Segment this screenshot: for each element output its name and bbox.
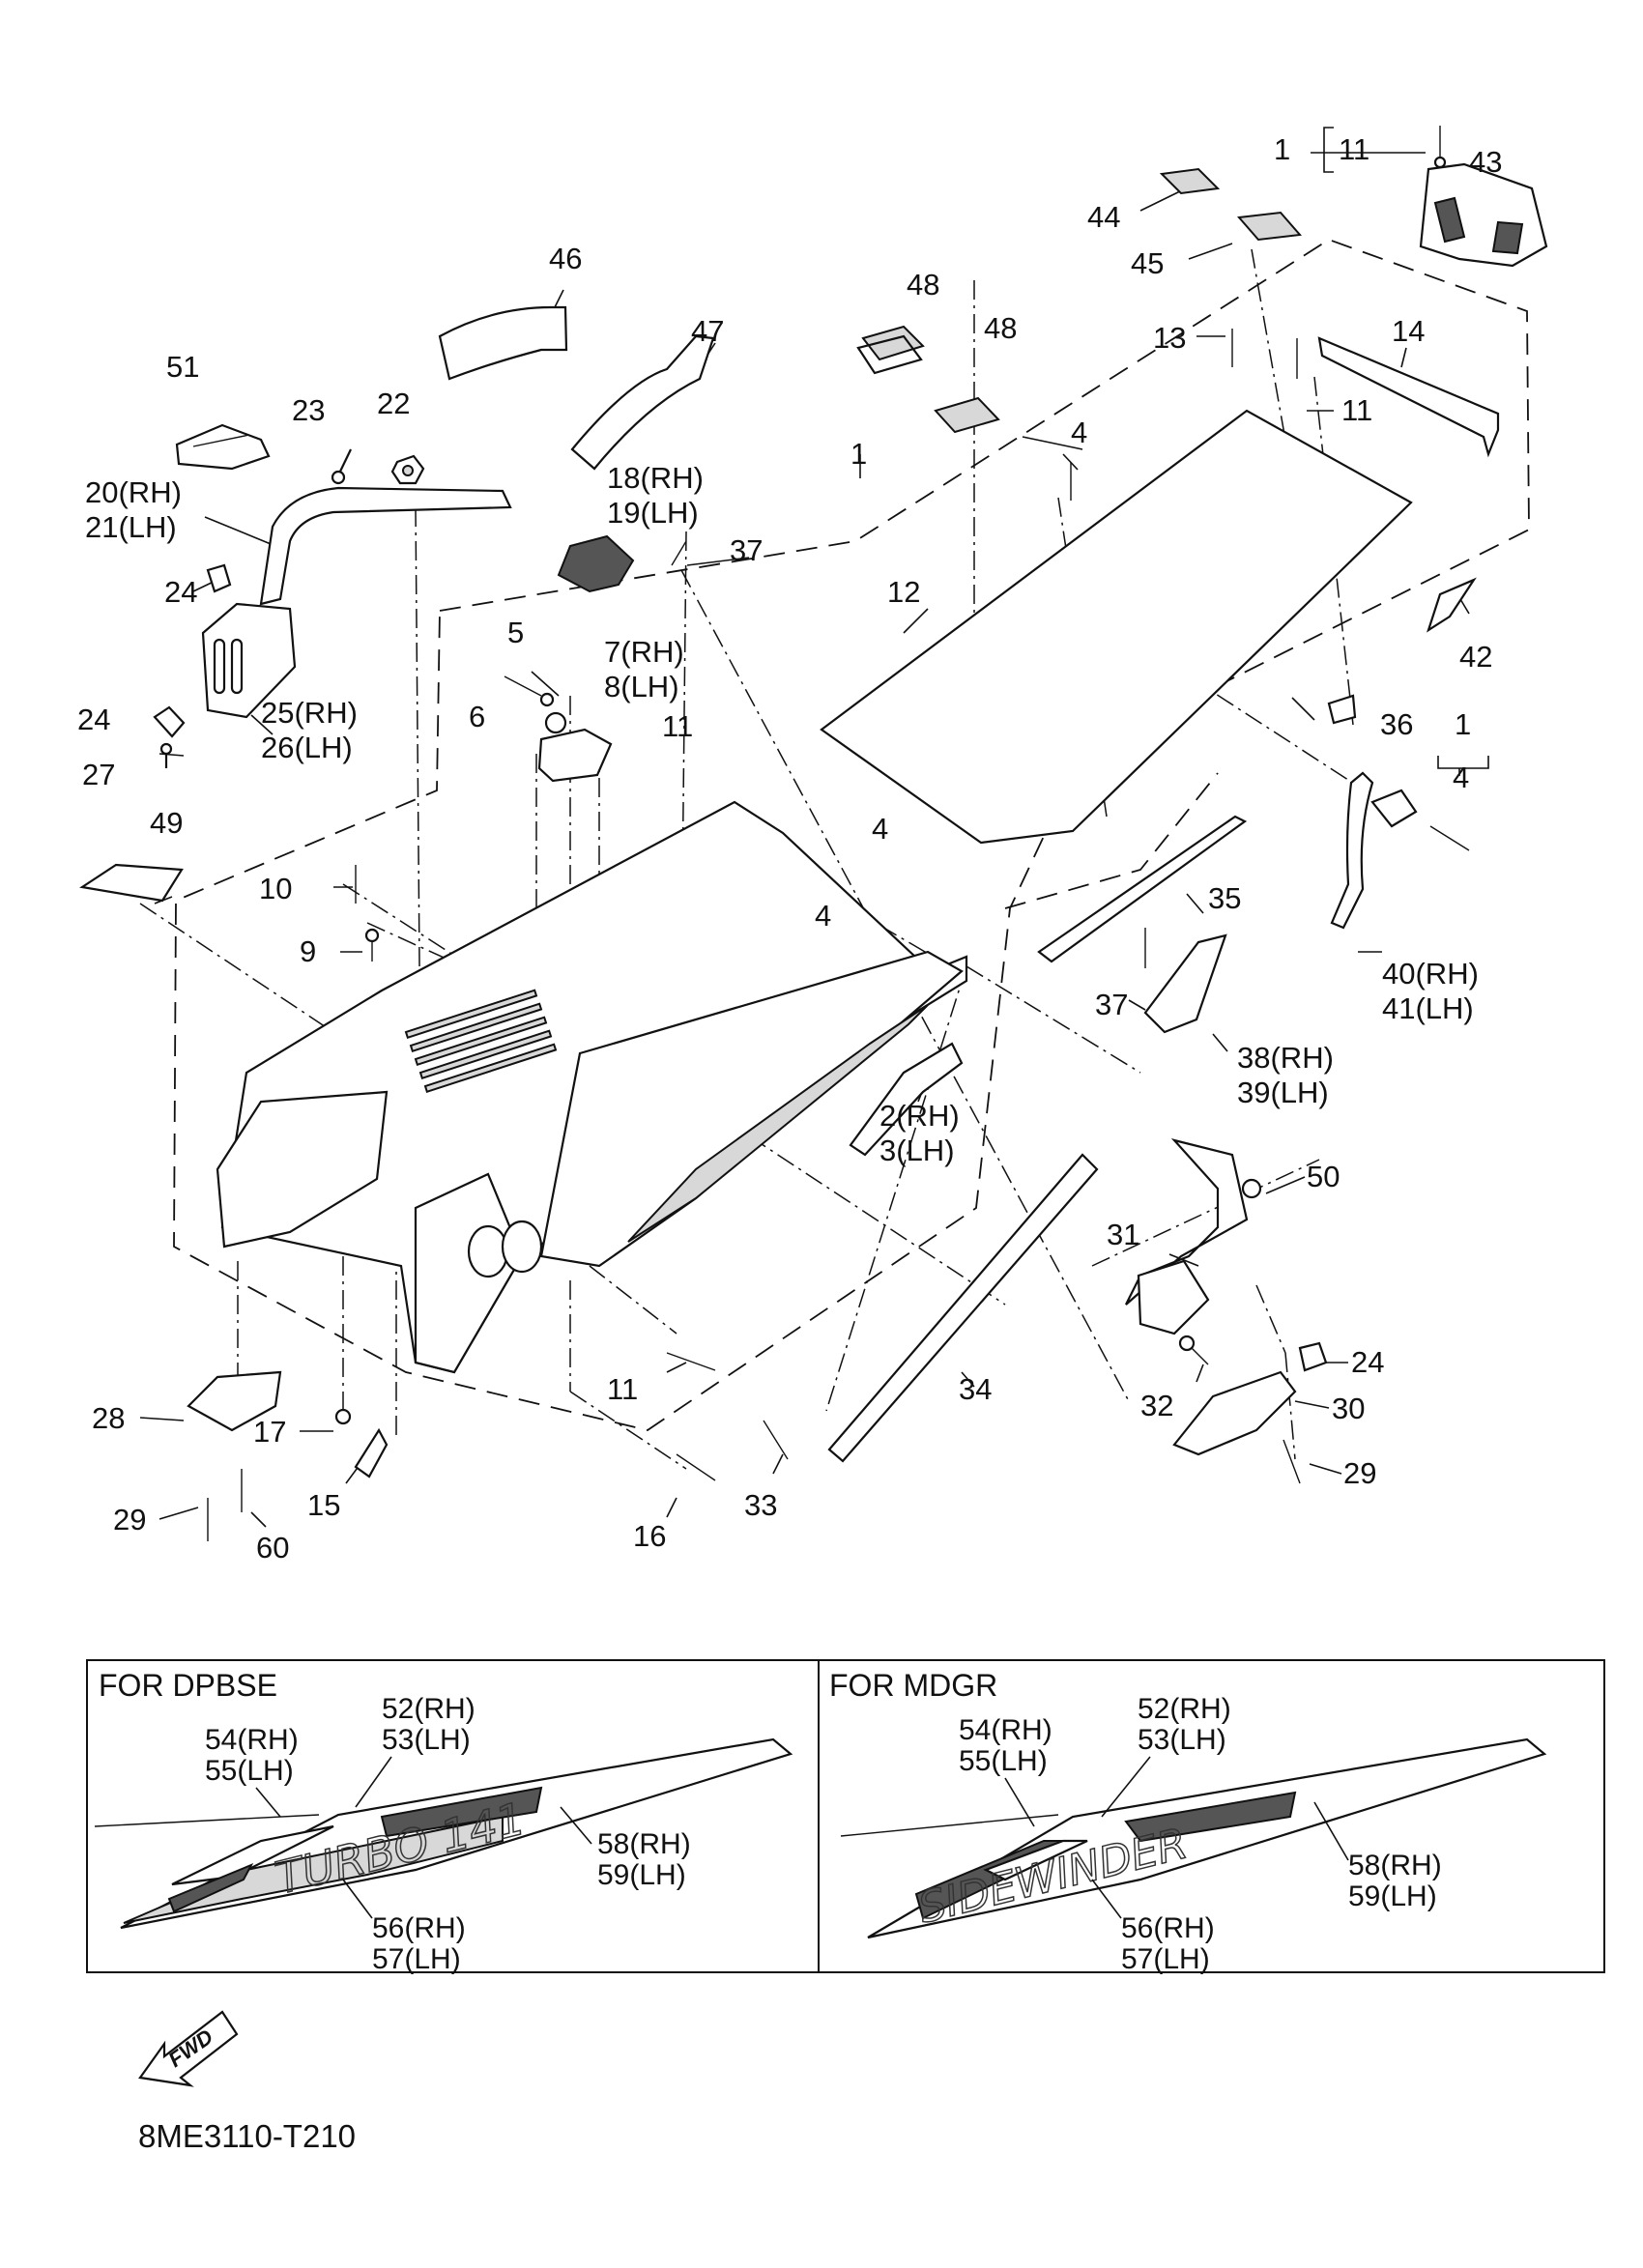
callout-10: 10 [259,872,292,905]
label-53: 53(LH) [382,1724,471,1756]
callout-24: 24 [1351,1345,1384,1379]
callout-11: 11 [1339,132,1369,166]
callout-34: 34 [959,1372,992,1406]
label-57: 57(LH) [372,1943,461,1975]
callout-46: 46 [549,242,582,275]
panel-mdgr: FOR MDGR SIDEWINDER 54(RH) 55(LH) 52(RH)… [829,1668,1547,1975]
callout-35: 35 [1208,881,1241,915]
callout-30: 30 [1332,1392,1365,1425]
callout-8: 8(LH) [604,670,679,703]
variant-panels: FOR DPBSE TURBO 141 54(RH) 55(LH) 52(RH)… [86,1659,1605,1975]
callout-37: 37 [730,533,763,567]
callout-47: 47 [691,314,724,348]
label-59: 59(LH) [597,1859,686,1891]
label-52: 52(RH) [1138,1693,1231,1725]
panel-dpbse: FOR DPBSE TURBO 141 54(RH) 55(LH) 52(RH)… [94,1668,793,1975]
label-57: 57(LH) [1121,1943,1210,1975]
callout-14: 14 [1392,314,1425,348]
callout-43: 43 [1469,145,1502,179]
callout-11: 11 [607,1372,638,1406]
callout-4: 4 [1453,761,1469,794]
assembly-outlines [173,239,1530,1431]
callout-4: 4 [872,812,888,846]
callout-24: 24 [164,575,197,609]
callout-15: 15 [307,1488,340,1522]
callout-6: 6 [469,700,485,733]
fwd-arrow: FWD [138,2010,239,2087]
callout-48: 48 [907,268,939,301]
callout-5: 5 [507,616,524,649]
callout-4: 4 [1071,416,1087,449]
callout-50: 50 [1307,1160,1340,1193]
callout-7: 7(RH) [604,635,684,669]
callout-22: 22 [377,387,410,420]
label-55: 55(LH) [205,1755,294,1787]
label-54: 54(RH) [205,1724,299,1756]
callout-26: 26(LH) [261,731,353,764]
callout-1: 1 [1455,707,1471,741]
callout-23: 23 [292,393,325,427]
callout-29: 29 [113,1503,146,1536]
label-53: 53(LH) [1138,1724,1226,1756]
label-54: 54(RH) [959,1714,1052,1746]
callout-25: 25(RH) [261,696,358,730]
callout-29: 29 [1343,1456,1376,1490]
callout-20: 20(RH) [85,475,182,509]
callout-17: 17 [253,1415,286,1449]
diagram-code: 8ME3110-T210 [138,2118,356,2154]
callout-11: 11 [662,709,693,743]
label-56: 56(RH) [1121,1912,1215,1944]
callout-21: 21(LH) [85,510,177,544]
label-59: 59(LH) [1348,1880,1437,1912]
callout-labels: 1 11 43 44 45 46 47 48 48 51 23 22 14 13… [77,132,1502,1565]
callout-12: 12 [887,575,920,609]
callout-37: 37 [1095,988,1128,1021]
panel-title: FOR MDGR [829,1668,997,1703]
callout-51: 51 [166,350,199,384]
callout-33: 33 [744,1488,777,1522]
callout-18: 18(RH) [607,461,704,495]
callout-39: 39(LH) [1237,1076,1329,1109]
callout-27: 27 [82,758,115,791]
callout-28: 28 [92,1401,125,1435]
panel-title: FOR DPBSE [99,1668,277,1703]
callout-38: 38(RH) [1237,1041,1334,1075]
tunnel-vents [404,989,558,1093]
callout-32: 32 [1140,1389,1173,1422]
label-58: 58(RH) [597,1828,691,1860]
callout-49: 49 [150,806,183,840]
callout-31: 31 [1107,1218,1139,1251]
callout-9: 9 [300,934,316,968]
label-56: 56(RH) [372,1912,466,1944]
callout-45: 45 [1131,246,1164,280]
part-graphics [79,126,1548,1541]
callout-1: 1 [850,437,867,471]
callout-48: 48 [984,311,1017,345]
callout-42: 42 [1459,640,1492,674]
callout-19: 19(LH) [607,496,699,530]
label-55: 55(LH) [959,1745,1048,1777]
callout-24: 24 [77,703,110,736]
callout-4: 4 [815,899,831,933]
callout-44: 44 [1087,200,1120,234]
callout-16: 16 [633,1519,666,1553]
callout-60: 60 [256,1531,289,1565]
callout-36: 36 [1380,707,1413,741]
callout-11: 11 [1341,393,1372,427]
callout-2: 2(RH) [879,1099,960,1133]
callout-40: 40(RH) [1382,957,1479,990]
label-52: 52(RH) [382,1693,476,1725]
callout-41: 41(LH) [1382,991,1474,1025]
callout-1: 1 [1274,132,1290,166]
label-58: 58(RH) [1348,1850,1442,1881]
callout-3: 3(LH) [879,1134,955,1167]
callout-13: 13 [1153,321,1186,355]
